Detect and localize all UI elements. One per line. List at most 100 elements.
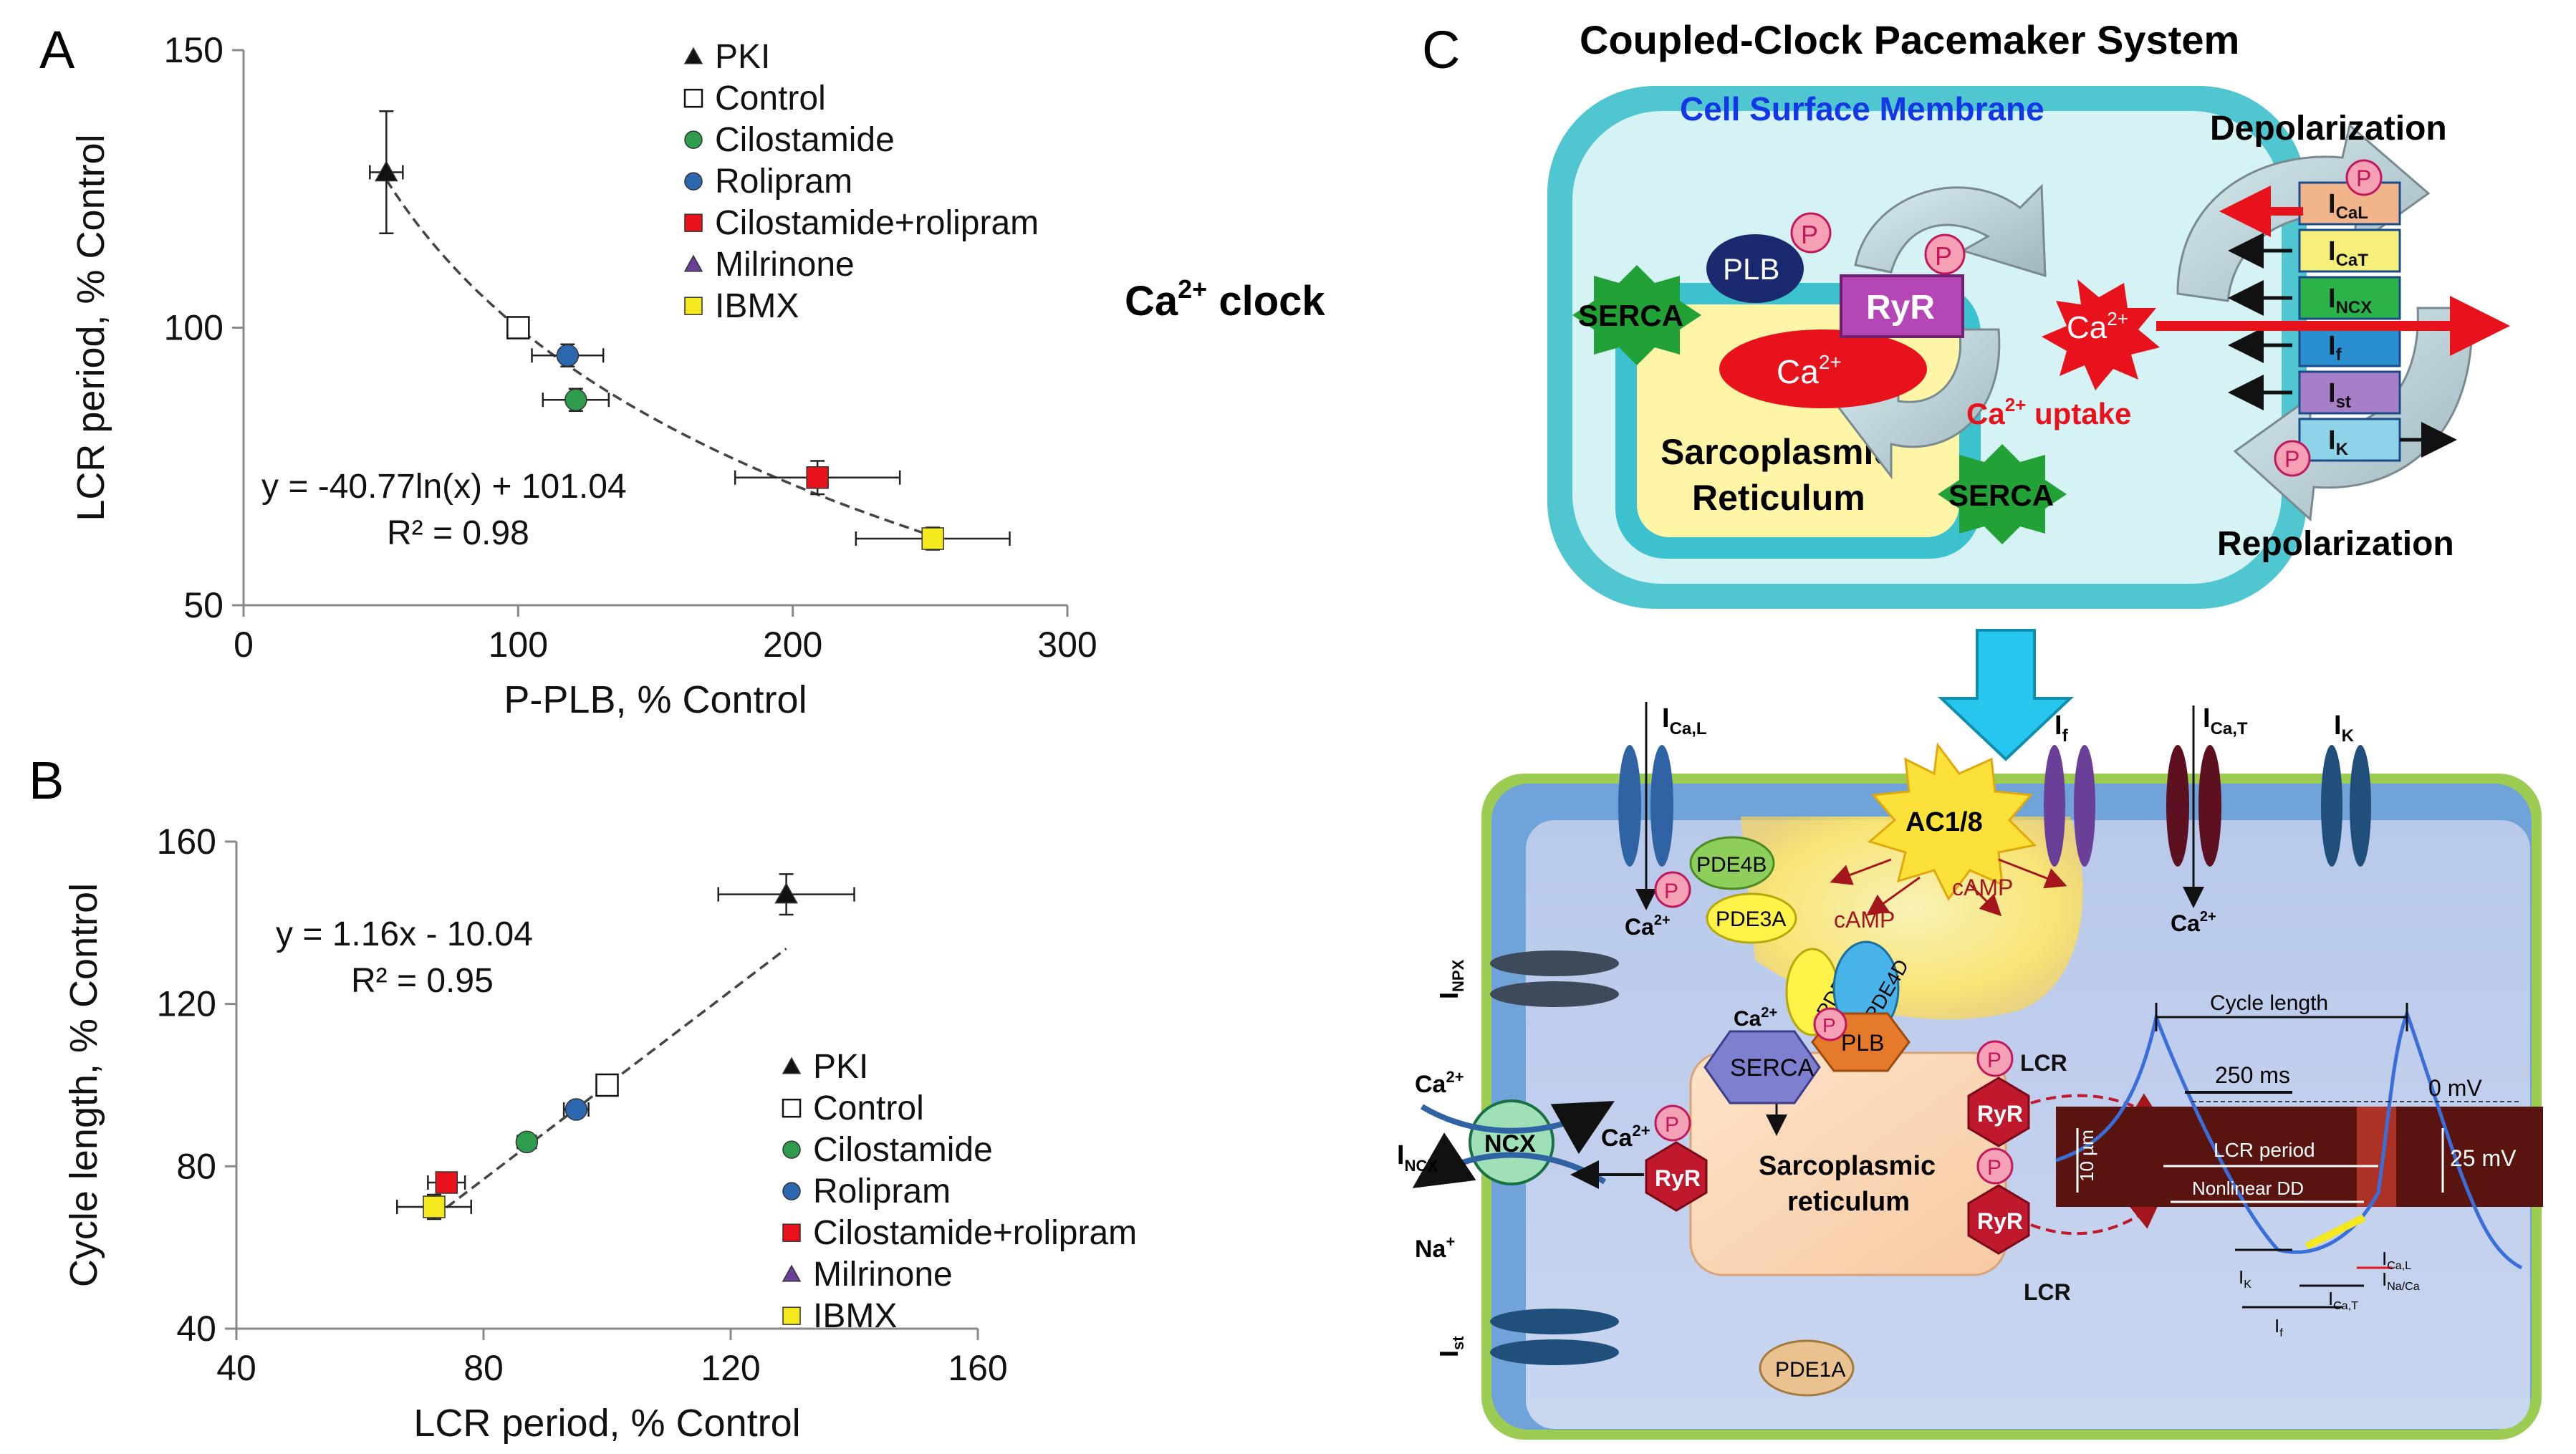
legend-label: Rolipram bbox=[813, 1173, 951, 1210]
p-ical-label: P bbox=[1664, 880, 1678, 903]
current-label-k: IK bbox=[2328, 425, 2349, 459]
sr-lower-label-2: reticulum bbox=[1787, 1187, 1910, 1217]
serca-lower bbox=[1703, 1030, 1821, 1104]
legend-marker-0 bbox=[782, 1056, 802, 1074]
p-ik-upper-label: P bbox=[2284, 446, 2299, 472]
ca-uptake-label: Ca2+ uptake bbox=[1966, 394, 2131, 430]
mv0-label: 0 mV bbox=[2428, 1075, 2482, 1101]
p-ryr-upper bbox=[1924, 233, 1966, 275]
lcr-period-label: LCR period bbox=[2214, 1139, 2315, 1161]
ryr-upper bbox=[1840, 274, 1964, 338]
legend-marker-6 bbox=[782, 1306, 801, 1325]
legend-label: IBMX bbox=[715, 287, 799, 325]
serca-label-upper-left: SERCA bbox=[1578, 299, 1683, 332]
incx-label: INCX bbox=[1397, 1140, 1438, 1175]
legend-label: Control bbox=[715, 80, 826, 117]
x-tick-label: 160 bbox=[948, 1348, 1007, 1388]
sr-label-1: Sarcoplasmic bbox=[1661, 432, 1893, 472]
data-point-rolipram bbox=[556, 344, 580, 367]
serca-lower-label: SERCA bbox=[1730, 1054, 1814, 1082]
channel-ik: IK bbox=[2321, 711, 2371, 867]
serca-label-upper-right: SERCA bbox=[1948, 478, 2054, 512]
current-box-f bbox=[2298, 323, 2401, 367]
p-ical-upper-label: P bbox=[2356, 165, 2371, 191]
y-tick-label: 160 bbox=[157, 822, 216, 862]
inpx-label: INPX bbox=[1434, 959, 1467, 999]
um10-label: 10 µm bbox=[2076, 1130, 2097, 1182]
membrane-label: Cell Surface Membrane bbox=[1680, 90, 2044, 127]
trace-ical: ICa,L bbox=[2382, 1248, 2411, 1272]
current-label-st: Ist bbox=[2328, 378, 2351, 412]
plb-upper-label: PLB bbox=[1723, 252, 1779, 286]
x-axis-label: LCR period, % Control bbox=[413, 1402, 800, 1445]
data-point-pki bbox=[375, 160, 398, 182]
legend-label: Control bbox=[813, 1089, 924, 1127]
ryr-upper-label: RyR bbox=[1866, 289, 1935, 327]
plb-lower-label: PLB bbox=[1841, 1030, 1884, 1056]
trend-r2: R² = 0.95 bbox=[351, 962, 494, 1000]
ncx-exchanger: NCX Ca2+ Na+ INCX Ca2+ bbox=[1397, 1068, 1650, 1263]
p-ical-upper bbox=[2345, 159, 2383, 196]
serca-star-upper-left bbox=[1572, 265, 1701, 365]
current-label-ncx: INCX bbox=[2328, 284, 2372, 317]
legend-marker-2 bbox=[782, 1140, 801, 1159]
legend-label: IBMX bbox=[813, 1297, 897, 1335]
legend-label: Cilostamide bbox=[813, 1131, 993, 1169]
p-ical bbox=[1654, 871, 1691, 908]
pde1a bbox=[1759, 1339, 1855, 1397]
legend-marker-4 bbox=[782, 1223, 801, 1242]
y-axis-label: Cycle length, % Control bbox=[62, 883, 105, 1287]
x-tick-label: 200 bbox=[763, 625, 822, 665]
pde3a-1-label: PDE3A bbox=[1716, 907, 1786, 931]
ac18-burst bbox=[1867, 742, 2037, 901]
trendline bbox=[385, 178, 936, 539]
ca-out-ryr-label: Ca2+ bbox=[1601, 1122, 1650, 1152]
legend-marker-5 bbox=[683, 254, 703, 272]
data-point-rolipram bbox=[564, 1098, 588, 1121]
ca-burst-label: Ca2+ bbox=[2067, 308, 2128, 345]
data-point-ibmx bbox=[423, 1195, 446, 1218]
ryr-lower-label: RyR bbox=[1977, 1208, 2023, 1234]
sr-lower-label-1: Sarcoplasmic bbox=[1759, 1151, 1936, 1181]
legend-marker-0 bbox=[683, 47, 703, 64]
p-ik-upper bbox=[2274, 440, 2311, 477]
x-tick-label: 0 bbox=[234, 625, 254, 665]
serca-star-upper-right bbox=[1938, 444, 2067, 544]
x-axis-label: P-PLB, % Control bbox=[504, 678, 807, 721]
legend-marker-4 bbox=[684, 213, 703, 232]
x-tick-label: 100 bbox=[489, 625, 548, 665]
ca-cycle-arrow-top bbox=[1854, 183, 2047, 278]
trace-inaca: INa/Ca bbox=[2382, 1268, 2420, 1293]
legend-b: PKIControlCilostamideRolipramCilostamide… bbox=[782, 1048, 1137, 1335]
ryr-lower-right-bottom bbox=[1967, 1184, 2030, 1255]
na-ncx-label: Na+ bbox=[1415, 1233, 1455, 1263]
legend-label: PKI bbox=[715, 38, 770, 76]
current-box-cat bbox=[2298, 228, 2401, 273]
ical-label: ICa,L bbox=[1662, 703, 1707, 738]
data-point-cilostamide-rolipram bbox=[435, 1171, 458, 1194]
pde4b-label: PDE4B bbox=[1696, 853, 1767, 877]
ca-burst bbox=[2042, 279, 2160, 390]
plb-upper bbox=[1706, 234, 1804, 303]
current-box-k bbox=[2298, 418, 2401, 462]
ryr-lower-right-top bbox=[1967, 1077, 2030, 1147]
camp-label-1: cAMP bbox=[1834, 907, 1895, 933]
legend-marker-1 bbox=[683, 88, 703, 108]
legend-label: Cilostamide bbox=[715, 121, 895, 159]
legend-label: Milrinone bbox=[813, 1256, 953, 1294]
x-tick-label: 300 bbox=[1037, 625, 1097, 665]
ca-cycle-arrow-bottom bbox=[1832, 328, 2001, 480]
trace-ik: IK bbox=[2239, 1266, 2251, 1291]
repolarization-label: Repolarization bbox=[2217, 525, 2454, 563]
p-plb-upper bbox=[1790, 212, 1832, 254]
icat-label: ICa,T bbox=[2203, 703, 2248, 738]
legend-marker-5 bbox=[782, 1264, 802, 1282]
channel-if: If bbox=[2044, 711, 2095, 867]
p-plb-upper-label: P bbox=[1801, 220, 1818, 249]
depolarization-label: Depolarization bbox=[2210, 110, 2447, 148]
if-label: If bbox=[2054, 711, 2069, 746]
cycle-length-label: Cycle length bbox=[2210, 991, 2328, 1015]
